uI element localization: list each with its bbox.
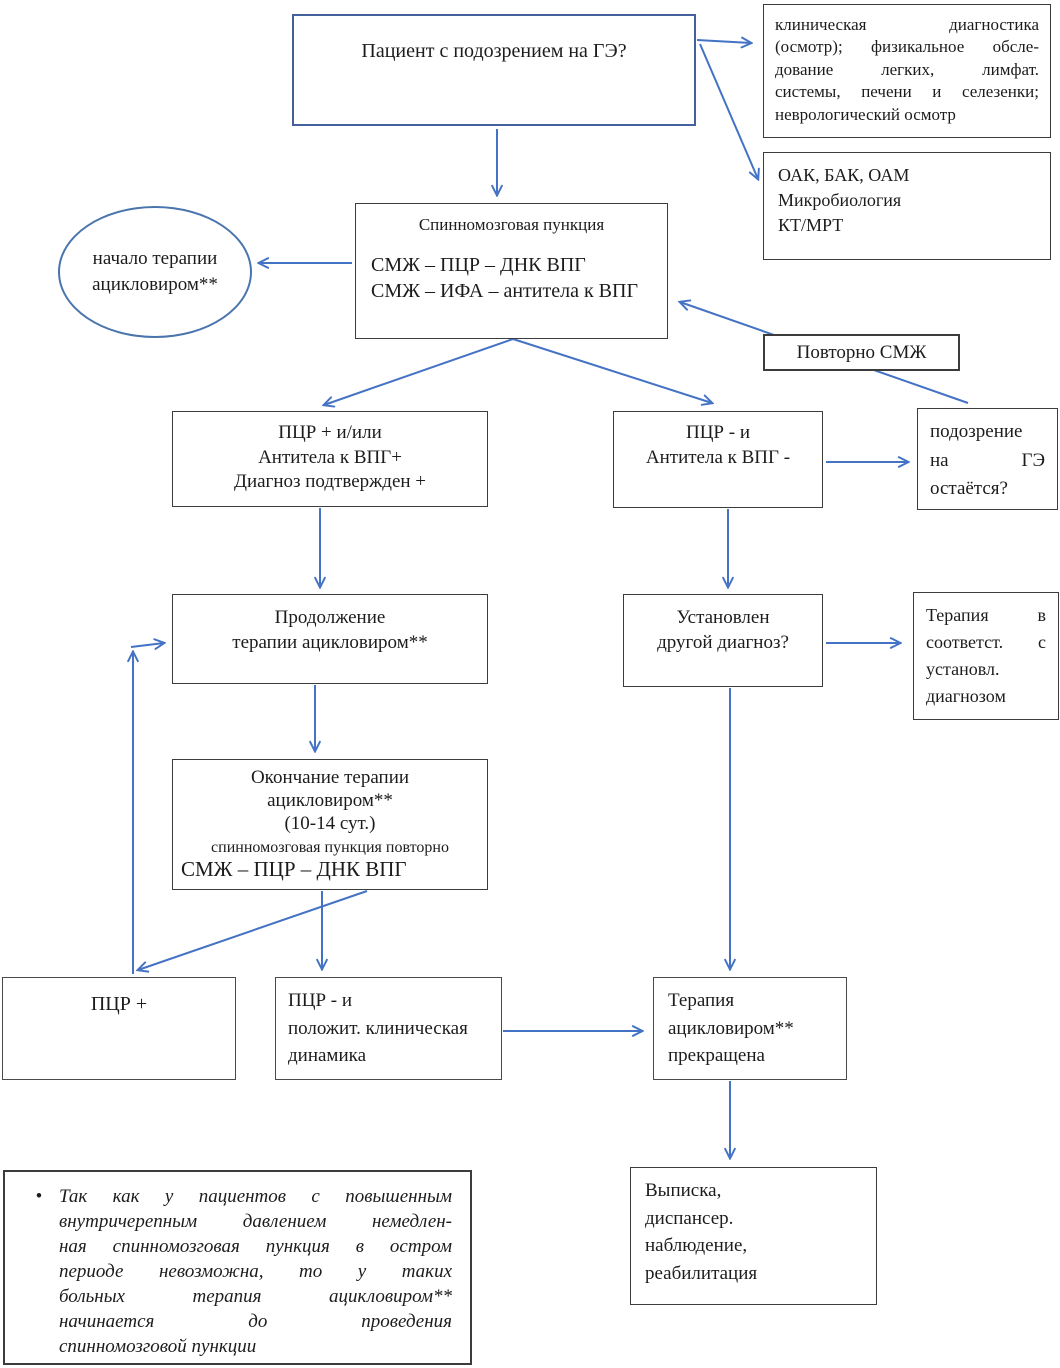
bullet-icon: • <box>35 1186 43 1207</box>
node-lab-tests: ОАК, БАК, ОАМ Микробиология КТ/МРТ <box>763 152 1051 260</box>
text-line: внутричерепным давлением немедлен- <box>59 1211 452 1233</box>
arrow-patient-to-clinical <box>696 40 751 43</box>
note-text: Так как у пациентов с повышенным внутрич… <box>59 1184 456 1357</box>
node-text: Повторно СМЖ <box>796 341 927 363</box>
node-clinical-diagnostics: клиническая диагностика (осмотр); физика… <box>763 4 1051 138</box>
text-line: Так как у пациентов с повышенным <box>59 1186 452 1207</box>
arrow-end-therapy-to-pcr-pos <box>138 890 368 970</box>
node-pcr-negative-dynamics: ПЦР - и положит. клиническая динамика <box>275 977 502 1080</box>
node-pcr-positive-branch: ПЦР + и/или Антитела к ВПГ+ Диагноз подт… <box>172 411 488 507</box>
node-body: СМЖ – ПЦР – ДНК ВПГ <box>181 857 407 882</box>
text-line: системы, печени и селезенки; <box>775 82 1039 102</box>
node-other-diagnosis: Установлен другой диагноз? <box>623 594 823 687</box>
text-line: периоде невозможна, то у таких <box>59 1261 452 1283</box>
text-line: (осмотр); физикальное обсле- <box>775 37 1039 57</box>
node-text: ПЦР + <box>90 993 148 1015</box>
node-body: СМЖ – ПЦР – ДНК ВПГ СМЖ – ИФА – антитела… <box>371 253 639 302</box>
node-patient-suspected-he: Пациент с подозрением на ГЭ? <box>292 14 696 126</box>
node-title: Спинномозговая пункция <box>418 215 605 234</box>
text-line: диагнозом <box>926 686 1006 706</box>
node-pcr-positive: ПЦР + <box>2 977 236 1080</box>
text-line: установл. <box>926 659 1000 679</box>
node-text: Пациент с подозрением на ГЭ? <box>361 40 627 62</box>
text-line: клиническая диагностика <box>775 15 1039 34</box>
node-repeat-csf: Повторно СМЖ <box>763 334 960 371</box>
text-line: на ГЭ <box>930 449 1045 471</box>
text-line: Терапия в <box>926 605 1046 625</box>
node-end-therapy: Окончание терапии ацикловиром** (10-14 с… <box>172 759 488 890</box>
node-start-acyclovir-therapy: начало терапии ацикловиром** <box>58 206 252 338</box>
node-continue-therapy: Продолжение терапии ацикловиром** <box>172 594 488 684</box>
text-line: начинается до проведения <box>59 1311 452 1333</box>
text-line: больных терапия ацикловиром** <box>59 1286 452 1308</box>
node-pcr-negative-branch: ПЦР - и Антитела к ВПГ - <box>613 411 823 508</box>
text-line: остаётся? <box>930 478 1008 499</box>
arrow-patient-to-labs <box>699 43 758 179</box>
text-line: подозрение <box>930 421 1023 442</box>
text-line: неврологический осмотр <box>775 104 956 124</box>
node-discharge-rehab: Выписка, диспансер. наблюдение, реабилит… <box>630 1167 877 1305</box>
note-footnote: • Так как у пациентов с повышенным внутр… <box>3 1170 472 1365</box>
node-title: Окончание терапии ацикловиром** (10-14 с… <box>250 767 410 835</box>
node-lumbar-puncture: Спинномозговая пункция СМЖ – ПЦР – ДНК В… <box>355 203 668 339</box>
node-therapy-per-diagnosis: Терапия в соответст. с установл. диагноз… <box>913 592 1059 720</box>
node-suspicion-remains: подозрение на ГЭ остаётся? <box>917 408 1058 510</box>
node-therapy-stopped: Терапия ацикловиром** прекращена <box>653 977 847 1080</box>
arrow-puncture-to-pcr-neg-branch <box>512 338 712 403</box>
arrow-pcr-pos-loop-to-continue <box>130 643 164 647</box>
text-line: дование легких, лимфат. <box>775 59 1039 79</box>
node-subtitle: спинномозговая пункция повторно <box>211 838 449 856</box>
text-line: ная спинномозговая пункция в остром <box>59 1236 452 1258</box>
text-line: соответст. с <box>926 632 1046 652</box>
arrow-puncture-to-pcr-pos-branch <box>324 338 514 405</box>
text-line: спинномозговой пункции <box>59 1336 257 1358</box>
